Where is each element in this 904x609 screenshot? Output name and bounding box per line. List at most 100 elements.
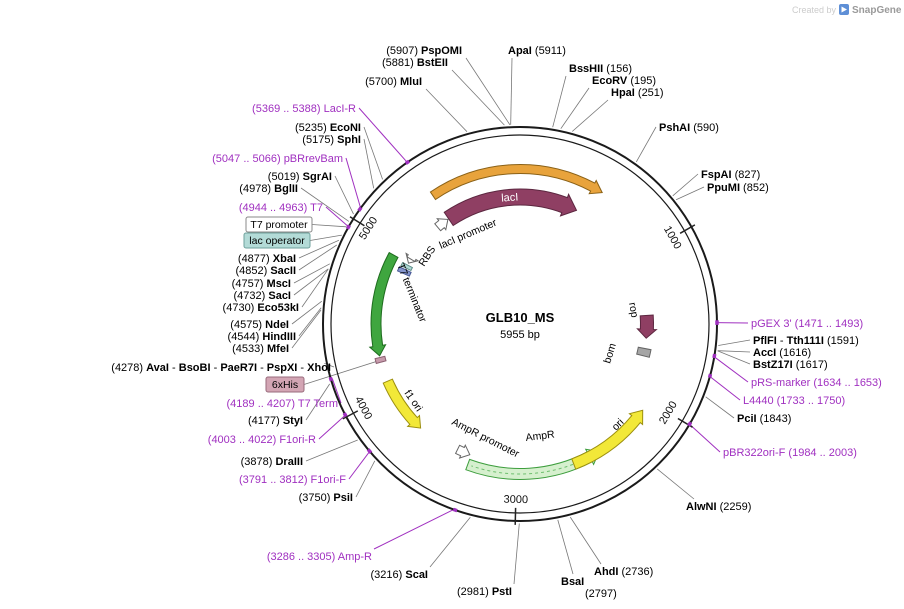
feature-t7-terminator bbox=[368, 251, 399, 357]
leader-line-bsai bbox=[557, 519, 574, 575]
tick-1000 bbox=[679, 224, 696, 234]
boxed-label-text-sixhis-label: 6xHis bbox=[272, 379, 298, 391]
primer-arc-f1ori-r bbox=[342, 412, 348, 418]
site-label-ppumi: PpuMI (852) bbox=[707, 182, 769, 194]
boxed-label-text-lac-operator-label: lac operator bbox=[249, 235, 305, 247]
leader-line-scai bbox=[429, 516, 471, 568]
feature-rop bbox=[636, 314, 658, 339]
feature-ampr-promoter bbox=[454, 443, 471, 459]
leader-line-mlui bbox=[425, 88, 468, 132]
site-label-t7: (4944 .. 4963) T7 bbox=[239, 202, 323, 214]
feature-bom bbox=[636, 346, 652, 358]
site-label-alwni: AlwNI (2259) bbox=[686, 501, 751, 513]
boxed-label-text-t7-promoter-label: T7 promoter bbox=[250, 219, 308, 231]
leader-line-t7-promoter-label bbox=[311, 224, 347, 228]
site-label-bsai: BsaI bbox=[561, 576, 584, 588]
site-label-msci: (4757) MscI bbox=[232, 278, 291, 290]
feature-label-bom: bom bbox=[601, 342, 619, 365]
site-label-sphi: (5175) SphI bbox=[302, 134, 361, 146]
leader-line-sacii bbox=[298, 244, 338, 271]
leader-line-pspomi bbox=[465, 57, 511, 126]
primer-arc-l4440 bbox=[707, 373, 713, 379]
site-label-pspomi: (5907) PspOMI bbox=[386, 45, 462, 57]
leader-line-xbai bbox=[298, 239, 340, 259]
site-label-econi: (5235) EcoNI bbox=[295, 122, 361, 134]
leader-line-psii bbox=[355, 460, 376, 498]
tick-label-2000: 2000 bbox=[657, 399, 680, 426]
site-label-mlui: (5700) MluI bbox=[365, 76, 422, 88]
feature-ampr-centerline bbox=[471, 459, 585, 475]
site-label-eco53ki: (4730) Eco53kI bbox=[223, 302, 299, 314]
leader-line-fspai bbox=[672, 173, 699, 197]
primer-arc-t7 bbox=[345, 224, 351, 230]
plasmid-name: GLB10_MS bbox=[486, 310, 555, 325]
feature-laci-promoter bbox=[434, 218, 449, 232]
leader-line-laci-r bbox=[358, 107, 409, 164]
snapgene-brand-text: SnapGene bbox=[852, 5, 902, 16]
site-label-pshai: PshAI (590) bbox=[659, 122, 719, 134]
leader-line-acci bbox=[717, 350, 751, 353]
feature-sixhis-marker bbox=[374, 355, 387, 365]
leader-line-ppumi bbox=[675, 186, 705, 201]
leader-line-econi bbox=[363, 126, 383, 180]
tick-4000 bbox=[342, 410, 359, 420]
leader-line-bsteii bbox=[451, 69, 505, 126]
site-label-xbai: (4877) XbaI bbox=[238, 253, 296, 265]
leader-line-t7 bbox=[325, 206, 351, 229]
site-label-bsshii: BssHII (156) bbox=[569, 63, 632, 75]
watermark: Created by SnapGene bbox=[792, 4, 902, 16]
leader-line-eco53ki bbox=[301, 268, 329, 308]
site-label-bsai-pos: (2797) bbox=[585, 588, 617, 600]
site-label-bglii: (4978) BglII bbox=[239, 183, 298, 195]
site-label-saci: (4732) SacI bbox=[234, 290, 292, 302]
feature-label-t7-terminator: T7 terminator bbox=[394, 262, 429, 325]
site-label-pbr322ori-f: pBR322ori-F (1984 .. 2003) bbox=[723, 447, 857, 459]
feature-label-ampr: AmpR bbox=[525, 428, 556, 444]
site-label-styi: (4177) StyI bbox=[248, 415, 303, 427]
leader-line-ahdi bbox=[569, 516, 602, 565]
leader-line-sgrai bbox=[334, 175, 354, 215]
feature-f1-ori bbox=[382, 378, 422, 429]
primer-arc-prs bbox=[712, 353, 717, 359]
site-label-sacii: (4852) SacII bbox=[235, 265, 296, 277]
primer-arc-f1ori-f bbox=[366, 448, 373, 454]
primer-arc-pbrrevbam bbox=[357, 206, 363, 212]
site-label-t7term: (4189 .. 4207) T7 Term bbox=[227, 398, 339, 410]
leader-line-pbrrevbam bbox=[345, 157, 362, 211]
primer-arc-laci-r bbox=[404, 159, 411, 165]
site-label-bstz17i: BstZ17I (1617) bbox=[753, 359, 828, 371]
site-label-scai: (3216) ScaI bbox=[371, 569, 429, 581]
boxed-label-sixhis-label bbox=[265, 376, 305, 393]
leader-line-multisite bbox=[324, 363, 335, 368]
site-label-pgex3: pGEX 3' (1471 .. 1493) bbox=[751, 318, 863, 330]
leader-line-msci bbox=[293, 263, 330, 284]
leader-line-draiii bbox=[305, 439, 358, 462]
leader-line-apai bbox=[510, 57, 513, 125]
leader-line-ecorv bbox=[560, 87, 590, 129]
tick-label-1000: 1000 bbox=[661, 224, 684, 251]
leader-line-lac-operator-label bbox=[309, 234, 342, 241]
feature-label-rbs: RBS bbox=[416, 244, 438, 269]
site-label-sgrai: (5019) SgrAI bbox=[268, 171, 332, 183]
leader-line-mfei bbox=[291, 309, 322, 349]
leader-line-f1ori-r bbox=[318, 413, 347, 440]
leader-line-hpai bbox=[571, 99, 609, 132]
leader-line-sphi bbox=[363, 138, 375, 189]
leader-line-bstz17i bbox=[717, 350, 751, 365]
tick-label-5000: 5000 bbox=[357, 215, 380, 242]
site-label-acci: AccI (1616) bbox=[753, 347, 811, 359]
feature-orf1 bbox=[429, 164, 603, 201]
leader-line-prs bbox=[712, 355, 749, 383]
feature-rbs bbox=[396, 266, 412, 277]
leader-line-psti bbox=[513, 523, 520, 585]
leader-line-alwni bbox=[656, 468, 695, 500]
site-label-psii: (3750) PsiI bbox=[299, 492, 353, 504]
site-label-bsteii: (5881) BstEII bbox=[382, 57, 448, 69]
leader-line-bglii bbox=[300, 187, 350, 222]
leader-line-pflfi bbox=[718, 339, 751, 346]
site-label-ahdi: AhdI (2736) bbox=[594, 566, 653, 578]
site-label-pcii: PciI (1843) bbox=[737, 413, 791, 425]
feature-label-rop: rop bbox=[626, 301, 640, 318]
